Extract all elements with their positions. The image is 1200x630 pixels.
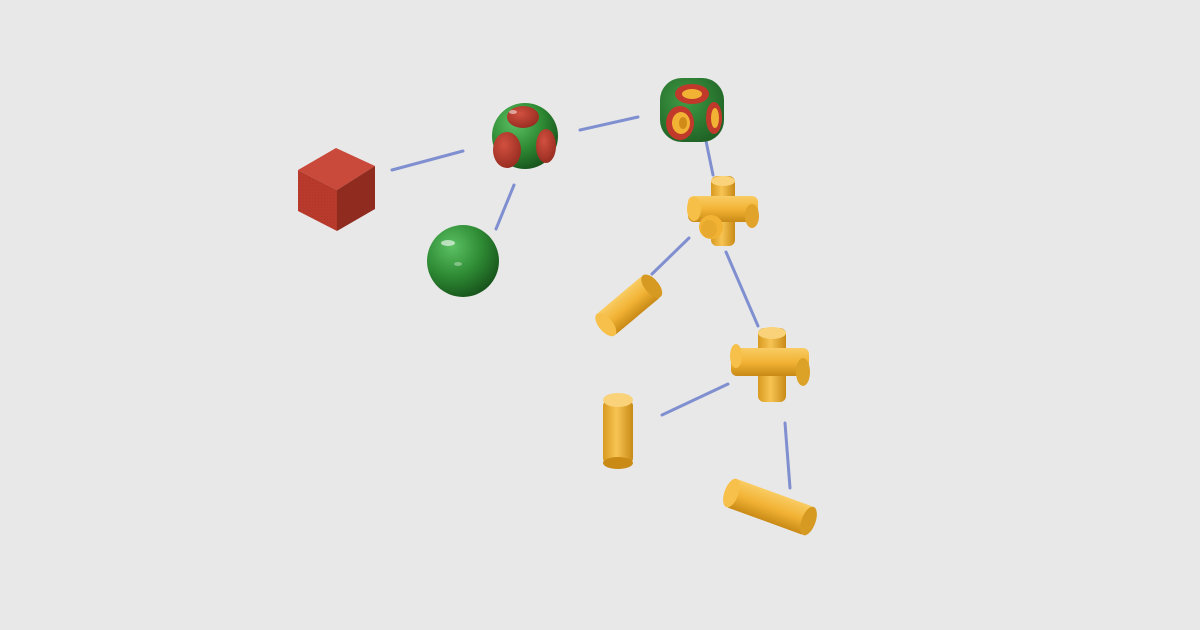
union-2-axis-node — [730, 327, 810, 402]
difference-node — [660, 78, 724, 142]
green-sphere-node — [427, 225, 499, 297]
edge-intersection-cube — [390, 149, 465, 172]
edge-difference-union3 — [704, 139, 715, 177]
edge-intersection-sphere — [494, 183, 516, 231]
red-cube-node — [298, 148, 375, 231]
edge-union3-union2 — [724, 250, 760, 328]
cylinder-z-node — [723, 478, 817, 536]
intersection-node — [492, 103, 558, 169]
edge-union3-cylinder-x — [650, 236, 691, 276]
edge-union2-cylinder-y — [660, 382, 730, 417]
edges — [390, 115, 792, 490]
cylinder-y-node — [603, 393, 633, 469]
edge-union2-cylinder-z — [783, 421, 792, 490]
union-3-axis-node — [687, 176, 759, 246]
edge-difference-intersection — [578, 115, 640, 132]
cylinder-x-node — [595, 274, 663, 337]
